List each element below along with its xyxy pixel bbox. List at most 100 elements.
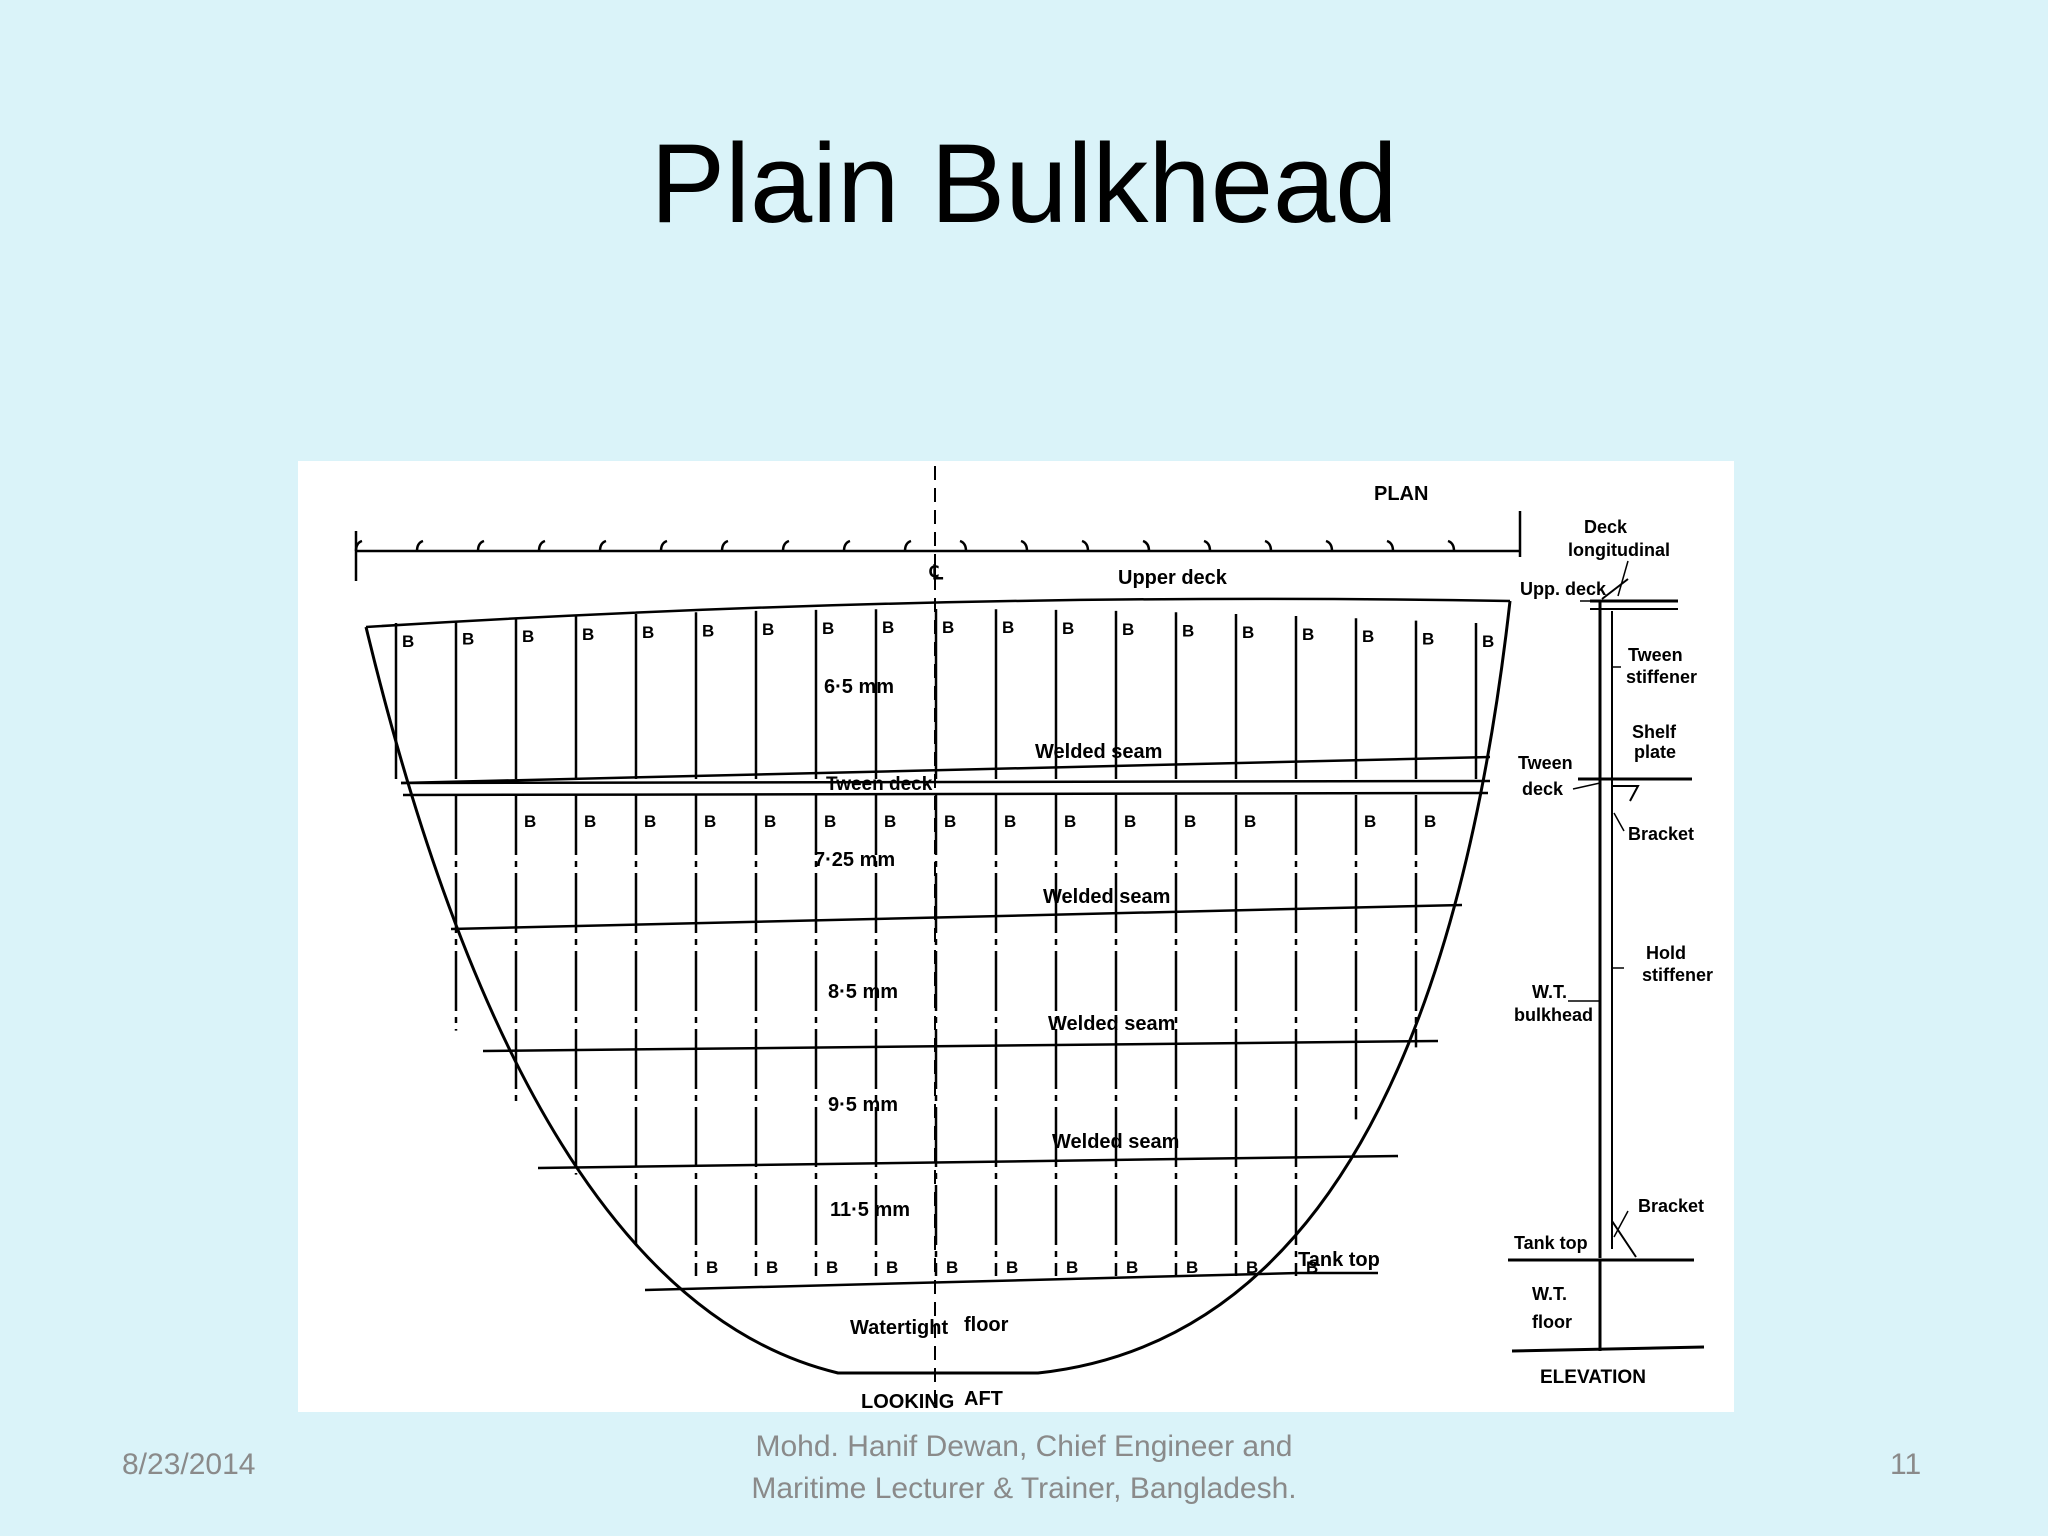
elev-hold-stiffener-1: Hold <box>1646 943 1686 963</box>
looking-label-left: LOOKING <box>861 1391 954 1412</box>
plan-label: PLAN <box>1374 483 1428 505</box>
elev-bracket-lower: Bracket <box>1638 1196 1704 1216</box>
bracket-marker: B <box>944 812 956 831</box>
thickness-label-2: 7·25 mm <box>814 849 895 871</box>
bracket-marker: B <box>702 621 714 640</box>
thickness-label-1: 6·5 mm <box>824 676 894 698</box>
plan-tick <box>659 539 668 552</box>
plan-tick <box>842 539 851 552</box>
bracket-marker: B <box>886 1258 898 1277</box>
plan-tick <box>1325 539 1334 552</box>
elev-tween-deck-1: Tween <box>1518 753 1573 773</box>
welded-seam-label-1: Welded seam <box>1035 741 1162 763</box>
author-line-1: Mohd. Hanif Dewan, Chief Engineer and <box>755 1430 1293 1463</box>
bracket-marker: B <box>1364 812 1376 831</box>
bracket-marker: B <box>1246 1258 1258 1277</box>
elev-tween-stiffener-2: stiffener <box>1626 667 1697 687</box>
bracket-marker: B <box>1004 812 1016 831</box>
tween-deck-line-2 <box>402 791 1489 797</box>
elev-tank-top: Tank top <box>1514 1233 1588 1253</box>
elev-deck-longitudinal-2: longitudinal <box>1568 540 1670 560</box>
bracket-marker: B <box>1122 620 1134 639</box>
bracket-marker: B <box>764 812 776 831</box>
upper-deck-label: Upper deck <box>1118 567 1228 589</box>
slide-author: Mohd. Hanif Dewan, Chief Engineer and Ma… <box>624 1426 1424 1510</box>
plan-tick <box>959 539 968 552</box>
bracket-marker: B <box>522 627 534 646</box>
elev-shelf-plate-1: Shelf <box>1632 722 1677 742</box>
thickness-label-3: 8·5 mm <box>828 981 898 1003</box>
elev-tween-stiffener-1: Tween <box>1628 645 1683 665</box>
bracket-marker: B <box>1302 625 1314 644</box>
plan-tick <box>781 539 790 552</box>
author-line-2: Maritime Lecturer & Trainer, Bangladesh. <box>751 1472 1297 1505</box>
plan-tick <box>1386 539 1395 552</box>
bracket-marker: B <box>824 812 836 831</box>
bracket-marker: B <box>946 1258 958 1277</box>
plan-tick <box>1203 539 1212 552</box>
bracket-marker: B <box>826 1258 838 1277</box>
welded-seam-3 <box>482 1039 1439 1053</box>
welded-seam-label-3: Welded seam <box>1048 1013 1175 1035</box>
elevation-bracket-top <box>1601 578 1629 600</box>
tank-top-label: Tank top <box>1298 1249 1380 1271</box>
elev-wt-floor-2: floor <box>1532 1312 1572 1332</box>
plan-tick <box>720 539 729 552</box>
bracket-marker: B <box>1184 812 1196 831</box>
plan-ticks <box>354 539 1456 552</box>
tween-deck-line-1 <box>400 779 1491 785</box>
bracket-marker: B <box>704 812 716 831</box>
plan-tick <box>1264 539 1273 552</box>
bracket-marker: B <box>462 630 474 649</box>
welded-seam-1 <box>400 755 1491 785</box>
welded-seam-2 <box>450 903 1463 931</box>
elev-wt-bulkhead-2: bulkhead <box>1514 1005 1593 1025</box>
bracket-marker: B <box>1422 630 1434 649</box>
elev-shelf-plate-2: plate <box>1634 742 1676 762</box>
plan-tick <box>1142 539 1151 552</box>
bracket-marker: B <box>644 812 656 831</box>
bracket-marker: B <box>1006 1258 1018 1277</box>
bracket-marker: B <box>1424 812 1436 831</box>
bracket-marker: B <box>1242 623 1254 642</box>
elevation-shelf-plate <box>1612 785 1640 802</box>
bracket-marker: B <box>584 812 596 831</box>
welded-seam-label-2: Welded seam <box>1043 886 1170 908</box>
elevation-bottom <box>1511 1345 1705 1353</box>
welded-seam-4 <box>537 1154 1399 1170</box>
elev-tween-deck-2: deck <box>1522 779 1564 799</box>
plan-tick <box>903 539 912 552</box>
thickness-label-5: 11·5 mm <box>830 1199 910 1221</box>
upper-deck-line <box>365 597 1511 629</box>
bracket-marker: B <box>642 623 654 642</box>
plan-tick <box>598 539 607 552</box>
elev-title: ELEVATION <box>1540 1367 1646 1388</box>
bracket-marker: B <box>1124 812 1136 831</box>
bracket-marker: B <box>402 632 414 651</box>
bracket-marker: B <box>1126 1258 1138 1277</box>
elev-upp-deck: Upp. deck <box>1520 579 1607 599</box>
looking-label-right: AFT <box>964 1388 1003 1410</box>
bracket-marker: B <box>582 625 594 644</box>
watertight-floor-label-right: floor <box>964 1314 1009 1336</box>
slide-title: Plain Bulkhead <box>650 121 1398 246</box>
bracket-marker: B <box>1362 627 1374 646</box>
bracket-marker: B <box>822 619 834 638</box>
bracket-marker: B <box>706 1258 718 1277</box>
bracket-marker: B <box>1186 1258 1198 1277</box>
thickness-label-4: 9·5 mm <box>828 1094 898 1116</box>
plan-tick <box>415 539 424 552</box>
slide-date: 8/23/2014 <box>122 1448 256 1481</box>
bracket-marker: B <box>884 812 896 831</box>
plan-tick <box>1020 539 1029 552</box>
bracket-marker: B <box>766 1258 778 1277</box>
slide-page-number: 11 <box>1890 1448 1922 1481</box>
elev-bracket-upper: Bracket <box>1628 824 1694 844</box>
elev-hold-stiffener-2: stiffener <box>1642 965 1713 985</box>
plan-tick <box>476 539 485 552</box>
elev-wt-floor-1: W.T. <box>1532 1284 1567 1304</box>
bracket-marker: B <box>942 618 954 637</box>
